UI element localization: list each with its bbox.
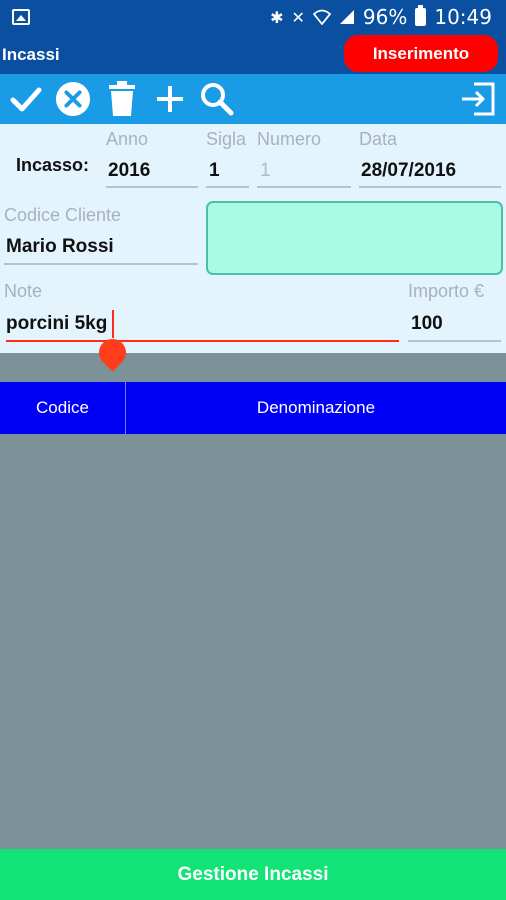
cliente-details-box[interactable] bbox=[206, 201, 503, 275]
wifi-icon bbox=[312, 9, 331, 25]
codice-cliente-label: Codice Cliente bbox=[4, 205, 122, 225]
note-label: Note bbox=[4, 281, 43, 301]
column-denominazione[interactable]: Denominazione bbox=[256, 398, 376, 417]
importo-label: Importo € bbox=[408, 281, 485, 301]
anno-label: Anno bbox=[106, 129, 149, 149]
cliente-value: Mario Rossi bbox=[6, 236, 114, 257]
gallery-icon bbox=[12, 9, 30, 25]
numero-value: 1 bbox=[260, 160, 271, 181]
clock: 10:49 bbox=[434, 5, 492, 29]
table-header: Codice Denominazione bbox=[0, 382, 506, 434]
incasso-label: Incasso: bbox=[16, 155, 90, 175]
title-bar: Incassi Inserimento bbox=[0, 34, 506, 74]
note-field[interactable]: porcini 5kg bbox=[6, 307, 399, 342]
anno-value: 2016 bbox=[108, 160, 151, 181]
text-cursor bbox=[112, 310, 114, 338]
add-icon[interactable] bbox=[152, 81, 188, 117]
mode-badge: Inserimento bbox=[344, 35, 498, 72]
signal-icon bbox=[339, 10, 354, 24]
numero-field: 1 bbox=[257, 154, 351, 188]
incasso-form: Anno Sigla Numero Data Incasso: 2016 1 1… bbox=[0, 124, 506, 372]
search-icon[interactable] bbox=[199, 81, 235, 117]
exit-icon[interactable] bbox=[460, 81, 496, 117]
app-title: Incassi bbox=[2, 45, 60, 64]
note-value: porcini 5kg bbox=[6, 313, 108, 334]
cancel-icon[interactable] bbox=[55, 81, 91, 117]
mute-icon: ✕ bbox=[291, 7, 305, 27]
sigla-value: 1 bbox=[209, 160, 220, 181]
data-field[interactable]: 28/07/2016 bbox=[359, 154, 501, 188]
status-bar: ✱ ✕ 96% 10:49 bbox=[0, 0, 506, 34]
delete-icon[interactable] bbox=[104, 81, 140, 117]
sigla-label: Sigla bbox=[206, 129, 247, 149]
anno-field[interactable]: 2016 bbox=[106, 154, 198, 188]
confirm-icon[interactable] bbox=[8, 81, 44, 117]
data-value: 28/07/2016 bbox=[361, 160, 457, 181]
data-label: Data bbox=[359, 129, 398, 149]
importo-value: 100 bbox=[411, 313, 443, 334]
importo-field[interactable]: 100 bbox=[408, 307, 501, 342]
gestione-incassi-button[interactable]: Gestione Incassi bbox=[0, 849, 506, 900]
cliente-field[interactable]: Mario Rossi bbox=[4, 230, 198, 265]
sigla-field[interactable]: 1 bbox=[206, 154, 249, 188]
toolbar bbox=[0, 74, 506, 124]
status-icons: ✱ ✕ 96% 10:49 bbox=[270, 5, 492, 29]
numero-label: Numero bbox=[257, 129, 322, 149]
bluetooth-icon: ✱ bbox=[270, 7, 284, 27]
column-codice[interactable]: Codice bbox=[0, 382, 126, 434]
battery-icon bbox=[415, 5, 427, 26]
battery-percent: 96% bbox=[362, 5, 408, 29]
